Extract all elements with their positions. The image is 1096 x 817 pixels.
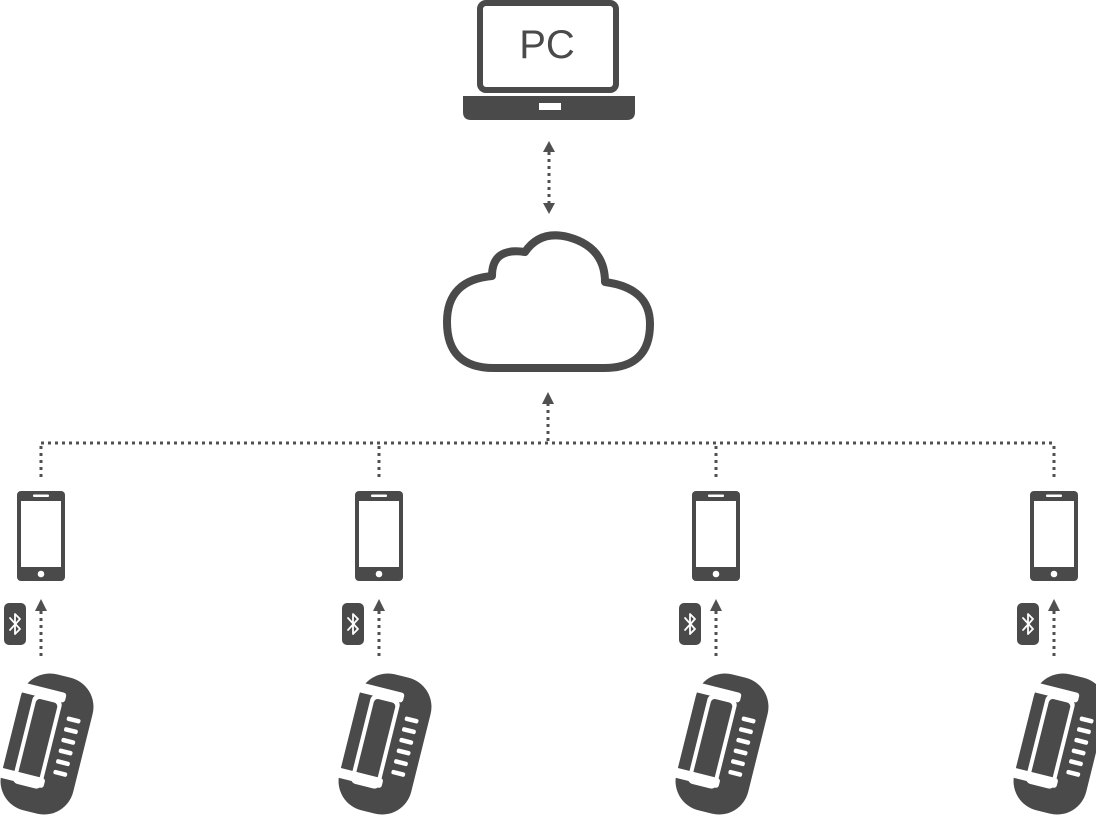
- pc-cloud-connector: [543, 141, 555, 214]
- laptop: PC: [463, 3, 635, 120]
- arrow-up-icon: [35, 599, 47, 611]
- bluetooth-icon: [341, 602, 365, 646]
- arrow-up-icon: [542, 392, 554, 404]
- bluetooth-icon: [678, 602, 702, 646]
- arrow-up-icon: [373, 599, 385, 611]
- device-columns: [0, 446, 1096, 817]
- device-column: [1003, 446, 1096, 817]
- arrow-up-icon: [1048, 599, 1060, 611]
- arrow-up-icon: [710, 599, 722, 611]
- pc-label: PC: [519, 23, 575, 67]
- device-column: [665, 446, 775, 817]
- smartphone-icon: [1030, 491, 1078, 581]
- bluetooth-icon: [1016, 602, 1040, 646]
- smartphone-icon: [692, 491, 740, 581]
- arrow-up-icon: [543, 141, 555, 152]
- bluetooth-icon: [3, 602, 27, 646]
- fitness-band-icon: [328, 666, 438, 817]
- arrow-down-icon: [543, 203, 555, 214]
- smartphone-icon: [17, 491, 65, 581]
- fitness-band-icon: [1003, 666, 1096, 817]
- device-column: [0, 446, 100, 817]
- fitness-band-icon: [0, 666, 100, 817]
- fitness-band-icon: [665, 666, 775, 817]
- smartphone-icon: [355, 491, 403, 581]
- phones-cloud-connector: [542, 392, 554, 442]
- cloud-icon: [443, 231, 654, 372]
- device-column: [328, 446, 438, 817]
